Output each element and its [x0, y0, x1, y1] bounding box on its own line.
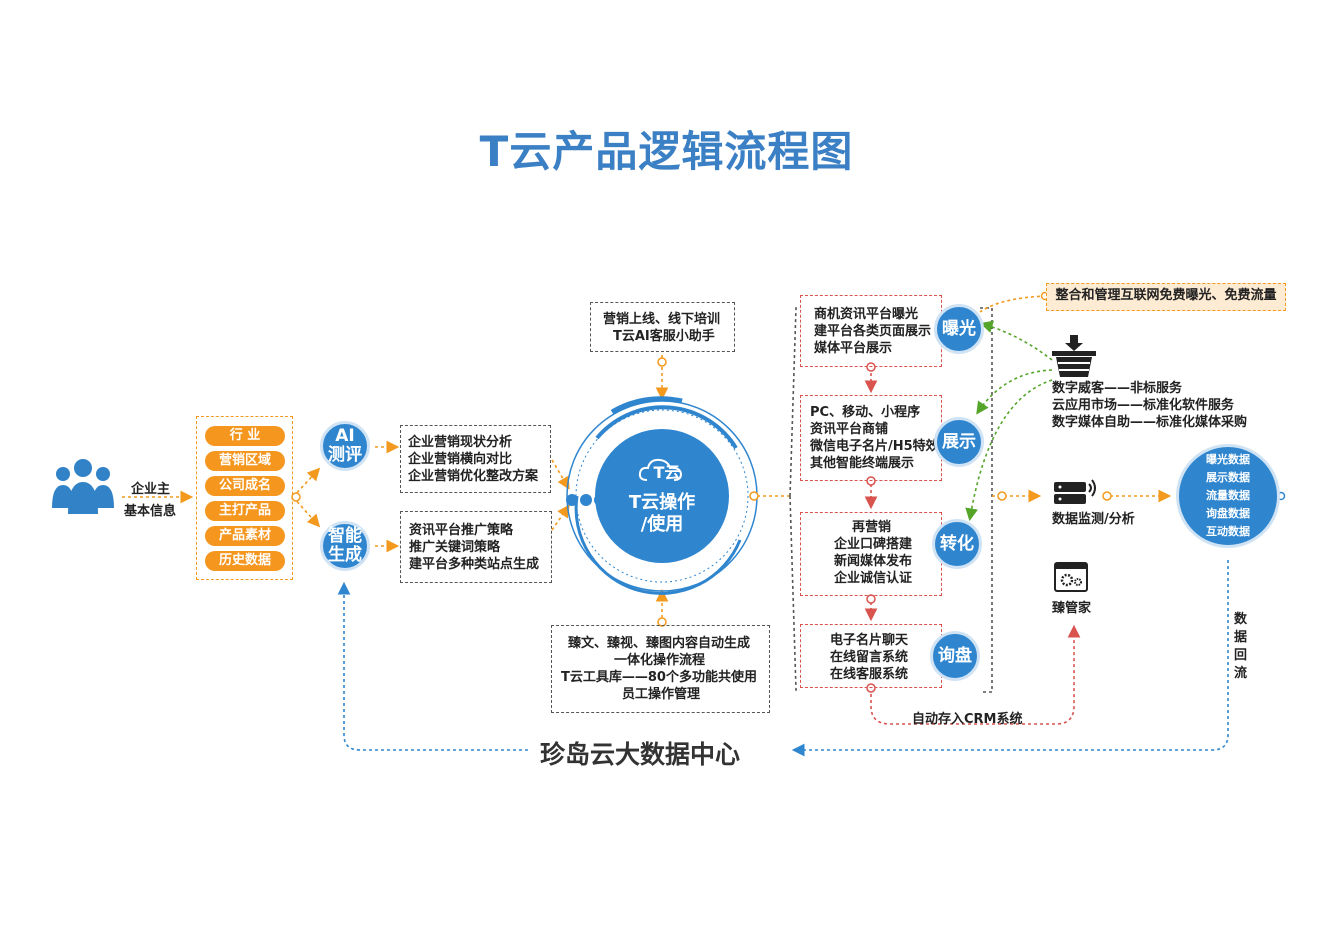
center-circle: T云 T云操作 /使用	[595, 429, 729, 563]
stage-conversion-circle: 转化	[932, 519, 982, 569]
stage-display-circle: 展示	[934, 417, 984, 467]
tools-box: 臻文、臻视、臻图内容自动生成 一体化操作流程 T云工具库——80个多功能共使用 …	[551, 625, 770, 713]
data-circle: 曝光数据 展示数据 流量数据 询盘数据 互动数据	[1176, 444, 1280, 548]
pill-region: 营销区域	[205, 451, 285, 471]
data-item: 询盘数据	[1206, 507, 1250, 520]
stage-inquiry-box: 电子名片聊天 在线留言系统 在线客服系统	[800, 624, 942, 688]
diagram-title: T云产品逻辑流程图	[479, 127, 854, 176]
training-item: T云AI客服小助手	[613, 329, 715, 344]
market-item: 数字威客——非标服务	[1052, 381, 1183, 396]
tools-item: T云工具库——80个多功能共使用	[561, 670, 757, 685]
traffic-note: 整合和管理互联网免费曝光、免费流量	[1046, 283, 1286, 311]
tools-item: 臻文、臻视、臻图内容自动生成	[568, 636, 751, 651]
smart-gen-label-1: 智能	[328, 526, 362, 546]
pill-company: 公司成名	[205, 476, 285, 496]
stage-item: 媒体平台展示	[814, 341, 893, 356]
stage-item: 企业诚信认证	[834, 571, 913, 586]
training-box: 营销上线、线下培训 T云AI客服小助手	[590, 302, 735, 352]
smart-gen-circle: 智能 生成	[320, 521, 370, 571]
backflow-char: 据	[1234, 630, 1248, 645]
stage-item: 企业口碑搭建	[834, 537, 913, 552]
backflow-char: 回	[1234, 648, 1248, 663]
data-item: 曝光数据	[1206, 453, 1250, 466]
stage-exposure-box: 商机资讯平台曝光 建平台各类页面展示 媒体平台展示	[800, 295, 942, 367]
stage-item: 其他智能终端展示	[810, 456, 915, 471]
pill-industry: 行 业	[205, 426, 285, 446]
info-pill-group: 行 业 营销区域 公司成名 主打产品 产品素材 历史数据	[196, 416, 293, 580]
stage-item: 新闻媒体发布	[834, 554, 913, 569]
stage-item: 微信电子名片/H5特效	[810, 439, 939, 454]
smart-gen-item: 资讯平台推广策略	[409, 523, 514, 538]
training-item: 营销上线、线下培训	[603, 312, 721, 327]
ai-eval-box: 企业营销现状分析 企业营销横向对比 企业营销优化整改方案	[400, 425, 551, 493]
stage-item: 资讯平台商铺	[810, 422, 889, 437]
ai-eval-item: 企业营销优化整改方案	[408, 469, 539, 484]
ai-eval-item: 企业营销横向对比	[408, 452, 513, 467]
stage-item: 再营销	[852, 520, 892, 535]
data-item: 流量数据	[1206, 489, 1250, 502]
data-item: 展示数据	[1206, 471, 1250, 484]
stage-item: 在线留言系统	[830, 650, 909, 665]
basket-icon	[1052, 335, 1096, 377]
stage-item: 在线客服系统	[830, 667, 909, 682]
center-logo: T云	[653, 463, 681, 482]
market-item: 云应用市场——标准化软件服务	[1052, 398, 1235, 413]
monitor-label: 数据监测/分析	[1052, 512, 1135, 527]
stage-inquiry-circle: 询盘	[930, 631, 980, 681]
tools-item: 员工操作管理	[622, 687, 701, 702]
settings-window-icon	[1054, 562, 1088, 592]
owner-label: 企业主	[131, 482, 171, 497]
stage-item: 商机资讯平台曝光	[814, 307, 919, 322]
people-icon	[52, 459, 114, 514]
crm-label: 自动存入CRM系统	[912, 712, 1023, 727]
ai-eval-label-2: 测评	[328, 445, 362, 465]
pill-product: 主打产品	[205, 501, 285, 521]
stage-conversion-box: 再营销 企业口碑搭建 新闻媒体发布 企业诚信认证	[800, 512, 942, 596]
ai-eval-circle: AI 测评	[320, 421, 370, 471]
stage-item: 建平台各类页面展示	[814, 324, 932, 339]
tools-item: 一体化操作流程	[614, 653, 706, 668]
zhen-label: 臻管家	[1052, 601, 1092, 616]
center-line-1: T云操作	[628, 492, 696, 513]
center-line-2: /使用	[640, 514, 684, 535]
smart-gen-item: 推广关键词策略	[409, 540, 501, 555]
bigdata-center-label: 珍岛云大数据中心	[540, 740, 741, 769]
backflow-char: 数	[1234, 612, 1248, 627]
ai-eval-item: 企业营销现状分析	[408, 435, 513, 450]
smart-gen-item: 建平台多种类站点生成	[409, 557, 540, 572]
cloud-icon	[638, 458, 683, 481]
smart-gen-label-2: 生成	[328, 545, 362, 565]
pill-material: 产品素材	[205, 526, 285, 546]
stage-item: PC、移动、小程序	[810, 405, 921, 420]
stage-display-box: PC、移动、小程序 资讯平台商铺 微信电子名片/H5特效 其他智能终端展示	[800, 395, 942, 481]
owner-info-label: 基本信息	[124, 504, 177, 519]
data-item: 互动数据	[1206, 525, 1250, 538]
stage-exposure-circle: 曝光	[934, 304, 984, 354]
ai-eval-label-1: AI	[335, 426, 355, 446]
backflow-char: 流	[1234, 666, 1248, 681]
market-item: 数字媒体自助——标准化媒体采购	[1052, 415, 1248, 430]
stage-item: 电子名片聊天	[830, 633, 909, 648]
pill-history: 历史数据	[205, 551, 285, 571]
smart-gen-box: 资讯平台推广策略 推广关键词策略 建平台多种类站点生成	[400, 511, 552, 583]
server-icon	[1054, 479, 1096, 504]
